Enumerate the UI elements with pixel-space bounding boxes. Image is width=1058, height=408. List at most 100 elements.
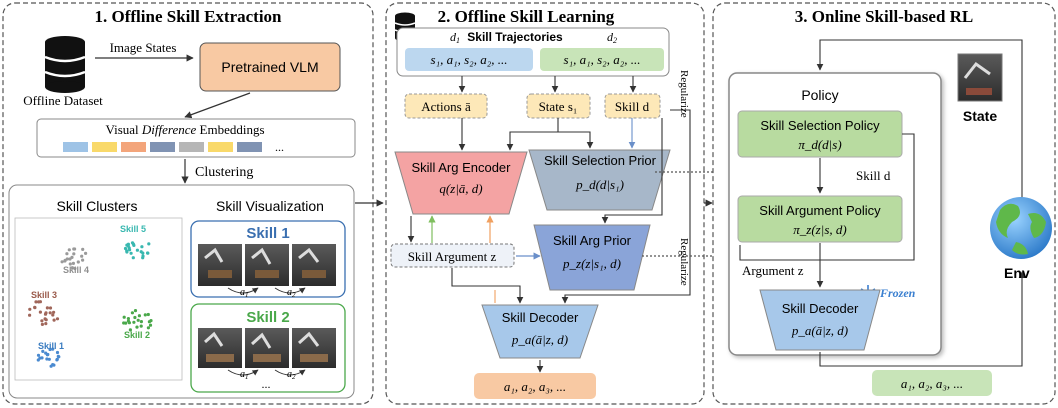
cluster-point [125,250,129,254]
cluster-point [60,260,64,264]
cluster-point [137,314,141,318]
panel-offline-skill-extraction: 1. Offline Skill Extraction Offline Data… [2,2,374,405]
env-label: Env [1004,265,1030,281]
panel2-output: a₁, a₂, a₃, ... [504,379,566,394]
state-label: State s₁ [539,99,578,114]
cluster-point [56,354,60,358]
cluster-plot [14,217,183,381]
cluster-point [135,325,139,329]
embedding-block [179,142,204,152]
selection-policy-title: Skill Selection Policy [760,118,880,133]
cluster-point [126,244,130,248]
cluster-point [128,328,132,332]
image-states-label: Image States [110,40,177,55]
panel3-title: 3. Online Skill-based RL [795,7,974,26]
offline-dataset-label: Offline Dataset [23,93,103,108]
arrow-d-to-decoder [561,109,691,304]
arg-encoder-formula: q(z|ā, d) [439,181,482,196]
arrow-decoder-to-env [819,271,1026,367]
embedding-block [208,142,233,152]
cluster-point [127,321,131,325]
frozen-label: Frozen [879,286,916,300]
cluster-point [146,251,150,255]
viz-ellipsis: ... [262,377,271,391]
clustering-label: Clustering [195,165,253,180]
trajectory-d2-text: s₁, a₁, s₂, a₂, ... [564,52,641,67]
argument-policy-box [737,195,903,243]
cluster-point [80,254,84,258]
skill1-a2-label: a2 [287,287,296,299]
skill-d-box [604,93,661,119]
cluster-point [122,315,126,319]
skill1-frame-2 [245,244,289,286]
embedding-block [63,142,88,152]
panel3-decoder-formula: p_a(ā|z, d) [791,323,848,338]
skill-decoder [481,304,599,359]
cluster-point [130,241,135,245]
embedding-block [150,142,175,152]
skill-arg-encoder [394,151,528,215]
selection-prior-title: Skill Selection Prior [544,153,657,168]
cluster-point [147,320,151,324]
embedding-block [237,142,262,152]
argument-policy-title: Skill Argument Policy [759,203,881,218]
embedding-block [92,142,117,152]
cluster-point [139,320,143,324]
cluster-point [28,307,32,311]
cluster-point [55,357,59,361]
cluster-point [44,322,48,326]
d2-label: d2 [607,30,617,45]
arrow-skill-to-argprior [601,118,663,224]
skill1-frame-1 [198,244,242,286]
trajectory-d1-text: s₁, a₁, s₂, a₂, ... [431,52,508,67]
argument-z-label: Argument z [742,263,804,278]
cluster-label-skill3: Skill 3 [31,290,57,300]
cluster-point [72,252,76,256]
arrow-env-to-policy [816,39,1023,240]
embedding-blocks [63,142,262,152]
skill2-frames [198,328,336,368]
skill1-frames [198,244,336,286]
selection-policy-formula: π_d(d|s) [798,137,841,152]
cluster-point [51,347,55,351]
arrow-z-to-decoder [451,268,524,304]
cluster-point [48,306,53,310]
cluster-point [36,353,41,357]
arg-prior-title: Skill Arg Prior [553,233,632,248]
cluster-point [122,321,126,325]
panel3-actions-box [872,370,992,396]
cluster-point [67,248,71,252]
decoder-formula: p_a(ā|z, d) [511,332,568,347]
panel3-skill-decoder [759,289,881,351]
d1-label: d1 [450,30,460,45]
cluster-point [132,320,136,324]
skill-d-label: Skill d [615,99,650,114]
cluster-point [46,352,50,357]
panel-offline-skill-learning: 2. Offline Skill Learning Skill Trajecto… [385,2,735,405]
cluster-point [81,258,85,262]
skill-visualization-title: Skill Visualization [216,198,324,214]
cluster-point [143,313,147,317]
cluster-label-skill1: Skill 1 [38,341,64,351]
cluster-point [55,350,60,355]
cluster-point [43,317,47,321]
database-icon [44,36,86,93]
skill1-a1-label: a1 [240,287,249,299]
state-label-panel3: State [963,108,997,124]
cluster-point [141,254,145,258]
panel3-decoder-title: Skill Decoder [782,301,859,316]
cluster-dots [28,241,153,368]
cluster-point [51,313,55,317]
cluster-point [38,300,43,304]
arg-encoder-title: Skill Arg Encoder [412,160,512,175]
arrow-state-to-prior [558,131,594,149]
trajectory-d1 [405,48,533,71]
cluster-point [135,248,139,252]
skill1-viz-label: Skill 1 [246,225,289,242]
panel-online-skill-based-rl: 3. Online Skill-based RL Policy Skill Se… [712,2,1056,405]
policy-label: Policy [801,87,838,103]
cluster-point [48,347,52,352]
cluster-point [34,300,38,304]
cluster-point [52,363,56,367]
